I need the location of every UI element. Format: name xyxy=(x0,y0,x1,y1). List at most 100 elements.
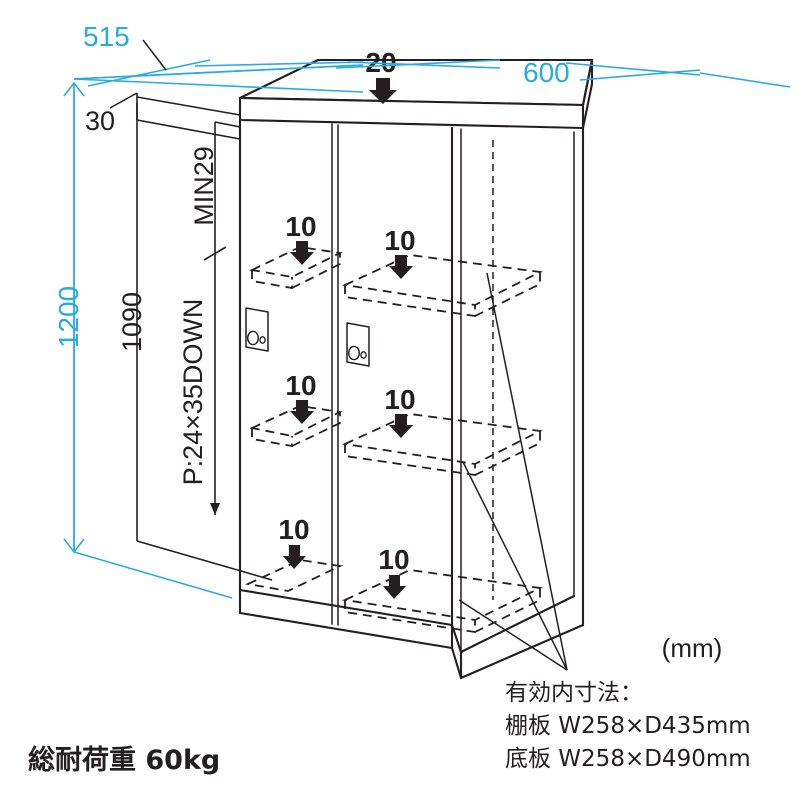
dim-515-label: 515 xyxy=(83,21,130,52)
dimension-height-1200: 1200 xyxy=(53,81,233,599)
lock-left-plate-outline xyxy=(245,307,269,352)
note-base-size: 底板 W258×D490mm xyxy=(505,746,751,772)
right-side-bottom-edge xyxy=(459,594,576,654)
load-value-right-middle: 10 xyxy=(384,384,415,415)
bottom-rear-right-edge xyxy=(459,623,585,680)
shelf-right-middle xyxy=(341,413,544,477)
shelf-right-top-right-thickness xyxy=(474,272,541,317)
leader-to-base xyxy=(458,599,568,671)
load-marker-left-top: 10 xyxy=(285,211,317,265)
top-right-thickness-edge xyxy=(581,82,594,130)
top-face-fill xyxy=(240,60,592,105)
unit-label: (mm) xyxy=(662,633,723,663)
dim-min29-label: MIN29 xyxy=(189,146,219,226)
shelf-right-top-thickness xyxy=(344,285,476,318)
shelf-right-bottom-thickness xyxy=(344,600,476,634)
front-kick-top-edge xyxy=(238,588,454,627)
leader-to-shelf-middle xyxy=(462,461,568,671)
dim-600-line-left-b xyxy=(347,61,501,69)
dimension-pitch-column: MIN29 P:24×35DOWN xyxy=(178,121,241,515)
leader-to-shelf-top xyxy=(486,272,568,671)
note-leader-lines xyxy=(458,272,568,671)
lock-left-door[interactable] xyxy=(245,307,269,352)
lock-right-screw-icon xyxy=(360,351,367,359)
shelf-right-middle-top-face xyxy=(341,413,544,465)
shelf-right-top xyxy=(341,254,544,318)
dim-1090-bottom-ext xyxy=(136,540,273,581)
dim-1200-arrow-top xyxy=(63,81,85,97)
load-value-right-bottom: 10 xyxy=(378,544,409,575)
pitch-mid-tick xyxy=(203,246,227,261)
lock-right-keyhole-icon xyxy=(348,345,361,361)
dim-600-ext-right xyxy=(699,72,791,88)
load-marker-left-middle: 10 xyxy=(285,370,317,424)
dim-515-arrow-a xyxy=(87,59,211,87)
load-value-left-middle: 10 xyxy=(285,370,316,401)
lock-right-door[interactable] xyxy=(346,322,370,367)
top-right-edge xyxy=(581,58,594,107)
dim-30-leader xyxy=(109,92,138,109)
dim-515-line-lower xyxy=(73,78,364,93)
pitch-top-ext xyxy=(214,121,241,128)
note-heading: 有効内寸法： xyxy=(505,680,643,706)
down-arrow-icon-right-middle xyxy=(389,414,413,438)
shelf-left-middle-thickness xyxy=(251,428,293,448)
top-thickness-fill xyxy=(240,98,583,128)
dim-600-label: 600 xyxy=(523,57,570,88)
load-marker-right-middle: 10 xyxy=(384,384,416,438)
load-value-left-bottom: 10 xyxy=(278,514,309,545)
down-arrow-icon-right-bottom xyxy=(383,575,406,599)
load-value-left-top: 10 xyxy=(285,211,316,242)
dim-515-arrow-b xyxy=(194,61,364,67)
dimension-inner-height-1090: 1090 xyxy=(117,103,273,581)
total-load-label: 総耐荷重 60kg xyxy=(28,744,220,776)
shelf-right-bottom-top-face xyxy=(341,569,544,621)
shelf-right-top-top-face xyxy=(341,254,544,306)
lock-left-plate-fill xyxy=(246,308,268,351)
down-arrow-icon-top xyxy=(369,78,397,104)
pitch-down-arrow-icon xyxy=(210,503,220,515)
left-front-panel-fill xyxy=(240,120,345,665)
dim-515-line-upper-b xyxy=(73,64,364,80)
load-marker-left-bottom: 10 xyxy=(278,514,310,569)
shelf-left-bottom xyxy=(245,559,344,592)
cabinet-body xyxy=(238,58,594,680)
dim-600-line-right-b xyxy=(579,69,701,81)
front-bottom-edge xyxy=(238,611,454,650)
shelf-right-middle-right-thickness xyxy=(474,431,541,476)
down-arrow-icon-left-middle xyxy=(290,400,314,424)
shelf-right-middle-thickness xyxy=(344,444,476,477)
dim-600-line-right xyxy=(565,62,701,76)
load-marker-top: 20 xyxy=(365,47,397,104)
shelf-left-middle-right-thickness xyxy=(291,412,341,447)
note-shelf-size: 棚板 W258×D435mm xyxy=(505,713,751,739)
dim-1200-label: 1200 xyxy=(53,286,84,348)
dim-30-ext-upper xyxy=(136,96,241,116)
dim-30-label: 30 xyxy=(85,106,115,136)
down-arrow-icon-left-top xyxy=(290,241,314,265)
shelf-right-bottom-right-thickness xyxy=(474,588,541,633)
inner-dimension-notes: 有効内寸法： 棚板 W258×D435mm 底板 W258×D490mm xyxy=(505,680,751,772)
down-arrow-icon-right-top xyxy=(389,255,413,279)
dimension-width-600: 600 xyxy=(335,57,791,88)
shelf-right-bottom xyxy=(341,569,544,634)
dim-1200-bottom-ext xyxy=(73,551,233,599)
load-marker-right-top: 10 xyxy=(384,225,416,279)
load-marker-right-bottom: 10 xyxy=(378,544,410,599)
dim-pitch-label: P:24×35DOWN xyxy=(178,299,208,486)
lock-left-screw-icon xyxy=(259,336,266,344)
lock-right-plate-outline xyxy=(346,322,370,367)
lock-left-keyhole-icon xyxy=(246,330,259,346)
load-value-right-top: 10 xyxy=(384,225,415,256)
shelf-left-bottom-top-face xyxy=(245,559,344,592)
shelf-left-middle xyxy=(249,405,343,448)
shelf-left-top-thickness xyxy=(251,270,293,290)
dim-30-ext-lower xyxy=(136,119,241,140)
shelf-left-top-right-thickness xyxy=(291,253,341,289)
bottom-right-corner-drop xyxy=(450,646,463,680)
dim-515-leader xyxy=(142,39,167,71)
lock-right-plate-fill xyxy=(347,323,369,366)
